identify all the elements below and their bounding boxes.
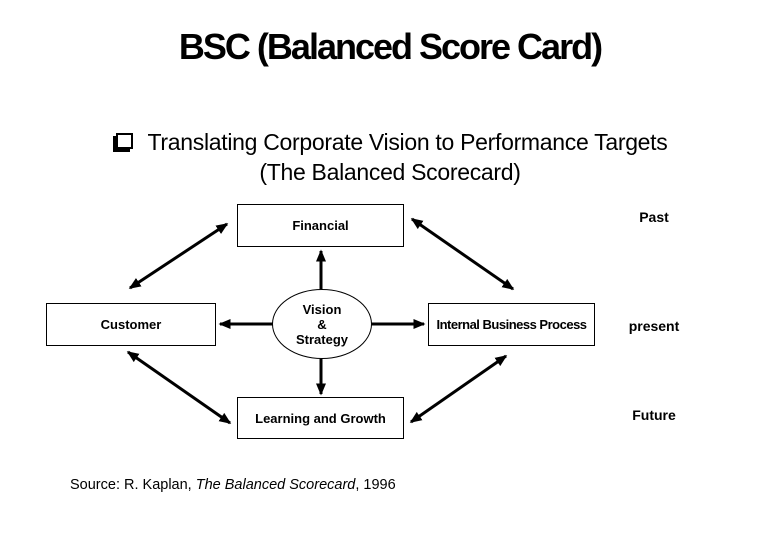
square-bullet-icon xyxy=(115,133,133,149)
bullet-line-1: Translating Corporate Vision to Performa… xyxy=(0,127,780,157)
internal-business-process-box: Internal Business Process xyxy=(428,303,595,346)
arrow-learning-internal xyxy=(409,354,508,424)
financial-box-label: Financial xyxy=(292,218,349,233)
bullet-text-line2: (The Balanced Scorecard) xyxy=(259,159,521,185)
internal-business-process-box-label: Internal Business Process xyxy=(436,317,587,332)
vision-strategy-line3: Strategy xyxy=(295,331,349,347)
timeline-label-future: Future xyxy=(632,407,676,423)
arrow-customer-learning xyxy=(126,350,232,425)
timeline-label-past: Past xyxy=(639,209,669,225)
arrow-customer-financial xyxy=(128,222,229,290)
customer-box-label: Customer xyxy=(100,317,162,332)
learning-and-growth-box: Learning and Growth xyxy=(237,397,404,439)
bullet-text-line1: Translating Corporate Vision to Performa… xyxy=(147,129,668,155)
vision-strategy-line2: & xyxy=(317,316,327,332)
source-citation: Source: R. Kaplan, The Balanced Scorecar… xyxy=(70,477,396,493)
vision-strategy-ellipse: Vision & Strategy xyxy=(272,289,372,359)
bullet-block: Translating Corporate Vision to Performa… xyxy=(0,127,780,187)
slide-title: BSC (Balanced Score Card) xyxy=(178,26,603,67)
source-book-title: The Balanced Scorecard xyxy=(195,477,356,493)
customer-box: Customer xyxy=(46,303,216,346)
learning-and-growth-box-label: Learning and Growth xyxy=(255,410,386,426)
source-suffix: , 1996 xyxy=(355,477,396,493)
timeline-label-present: present xyxy=(628,318,680,334)
vision-strategy-line1: Vision xyxy=(302,301,342,317)
arrow-financial-internal xyxy=(410,217,515,291)
financial-box: Financial xyxy=(237,204,404,247)
source-prefix: Source: R. Kaplan, xyxy=(70,477,196,493)
